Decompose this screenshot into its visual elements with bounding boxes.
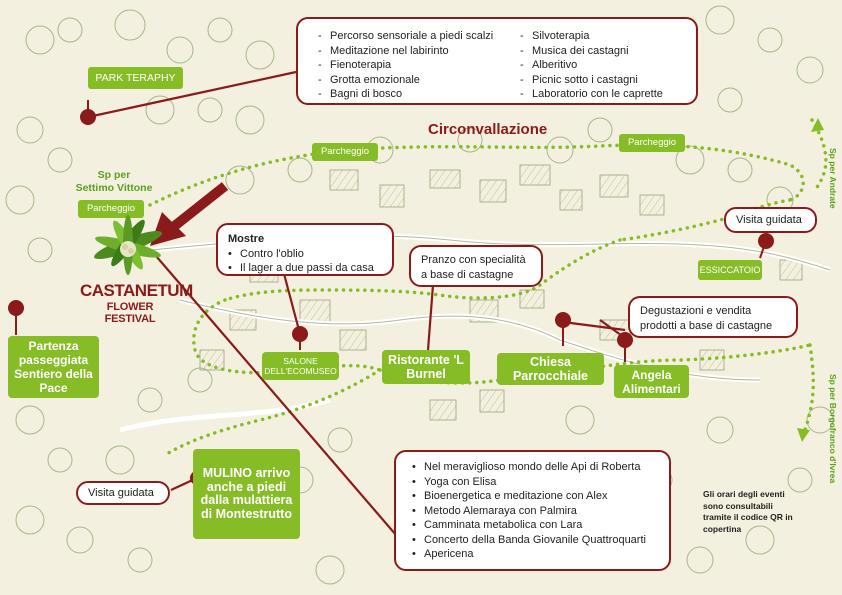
ristorante-label: Ristorante 'L Burnel xyxy=(382,350,470,384)
list-item: Il lager a due passi da casa xyxy=(228,261,382,276)
park-activities-list-right: Silvoterapia Musica dei castagni Alberit… xyxy=(520,29,663,102)
mulino-label: MULINO arrivo anche a piedi dalla mulatt… xyxy=(193,449,300,539)
list-item: Meditazione nel labirinto xyxy=(318,44,493,59)
list-item: Bagni di bosco xyxy=(318,87,493,102)
list-item: Laboratorio con le caprette xyxy=(520,87,663,102)
chestnut-leaf-icon xyxy=(94,215,162,275)
events-list: Nel meraviglioso mondo delle Api di Robe… xyxy=(412,460,657,562)
partenza-sentiero-label: Partenza passeggiata Sentiero della Pace xyxy=(8,336,99,398)
mostre-title: Mostre xyxy=(228,233,265,245)
mostre-box: Mostre Contro l'oblio Il lager a due pas… xyxy=(216,223,394,276)
logo-subtitle: FLOWER FESTIVAL xyxy=(104,301,156,325)
castanetum-logo: CASTANETUM FLOWER FESTIVAL xyxy=(80,215,193,325)
sp-borgofranco-label: Sp per Borgofranco d'Ivrea xyxy=(828,374,838,484)
label-line: Settimo Vittone xyxy=(75,182,153,194)
list-item: Nel meraviglioso mondo delle Api di Robe… xyxy=(412,460,657,475)
sp-settimo-vittone-label: Sp per Settimo Vittone xyxy=(74,169,154,195)
degustazioni-box: Degustazioni e vendita prodotti a base d… xyxy=(628,296,798,338)
parcheggio-label: Parcheggio xyxy=(312,143,378,161)
list-item: Grotta emozionale xyxy=(318,73,493,88)
list-item: Concerto della Banda Giovanile Quattroqu… xyxy=(412,533,657,548)
list-item: Fienoterapia xyxy=(318,58,493,73)
label-line: Sp per xyxy=(97,169,131,181)
logo-title: CASTANETUM xyxy=(80,281,193,300)
list-item: Contro l'oblio xyxy=(228,247,382,262)
list-item: Yoga con Elisa xyxy=(412,475,657,490)
mostre-list: Contro l'oblio Il lager a due passi da c… xyxy=(228,247,382,276)
park-activities-list-left: Percorso sensoriale a piedi scalzi Medit… xyxy=(318,29,493,102)
essiccatoio-label: ESSICCATOIO xyxy=(698,260,762,280)
pranzo-box: Pranzo con specialità a base di castagne xyxy=(409,245,543,287)
list-item: Alberitivo xyxy=(520,58,663,73)
salone-ecomuseo-label: SALONE DELL'ECOMUSEO xyxy=(262,352,339,380)
list-item: Silvoterapia xyxy=(520,29,663,44)
chiesa-label: Chiesa Parrocchiale xyxy=(497,353,604,385)
list-item: Metodo Alemaraya con Palmira xyxy=(412,504,657,519)
list-item: Bioenergetica e meditazione con Alex xyxy=(412,489,657,504)
visita-guidata-box: Visita guidata xyxy=(76,481,170,505)
orari-note: Gli orari degli eventi sono consultabili… xyxy=(703,489,793,534)
parcheggio-label: Parcheggio xyxy=(78,200,144,218)
angela-alimentari-label: Angela Alimentari xyxy=(614,365,689,398)
circonvallazione-label: Circonvallazione xyxy=(428,121,548,138)
list-item: Percorso sensoriale a piedi scalzi xyxy=(318,29,493,44)
sp-andrate-label: Sp per Andrate xyxy=(828,148,838,209)
park-teraphy-label: PARK TERAPHY xyxy=(88,67,183,89)
list-item: Picnic sotto i castagni xyxy=(520,73,663,88)
list-item: Apericena xyxy=(412,547,657,562)
visita-guidata-box: Visita guidata xyxy=(724,207,817,233)
list-item: Musica dei castagni xyxy=(520,44,663,59)
events-box: Nel meraviglioso mondo delle Api di Robe… xyxy=(394,450,671,571)
parcheggio-label: Parcheggio xyxy=(619,134,685,152)
list-item: Camminata metabolica con Lara xyxy=(412,518,657,533)
park-activities-box: Percorso sensoriale a piedi scalzi Medit… xyxy=(296,17,698,105)
